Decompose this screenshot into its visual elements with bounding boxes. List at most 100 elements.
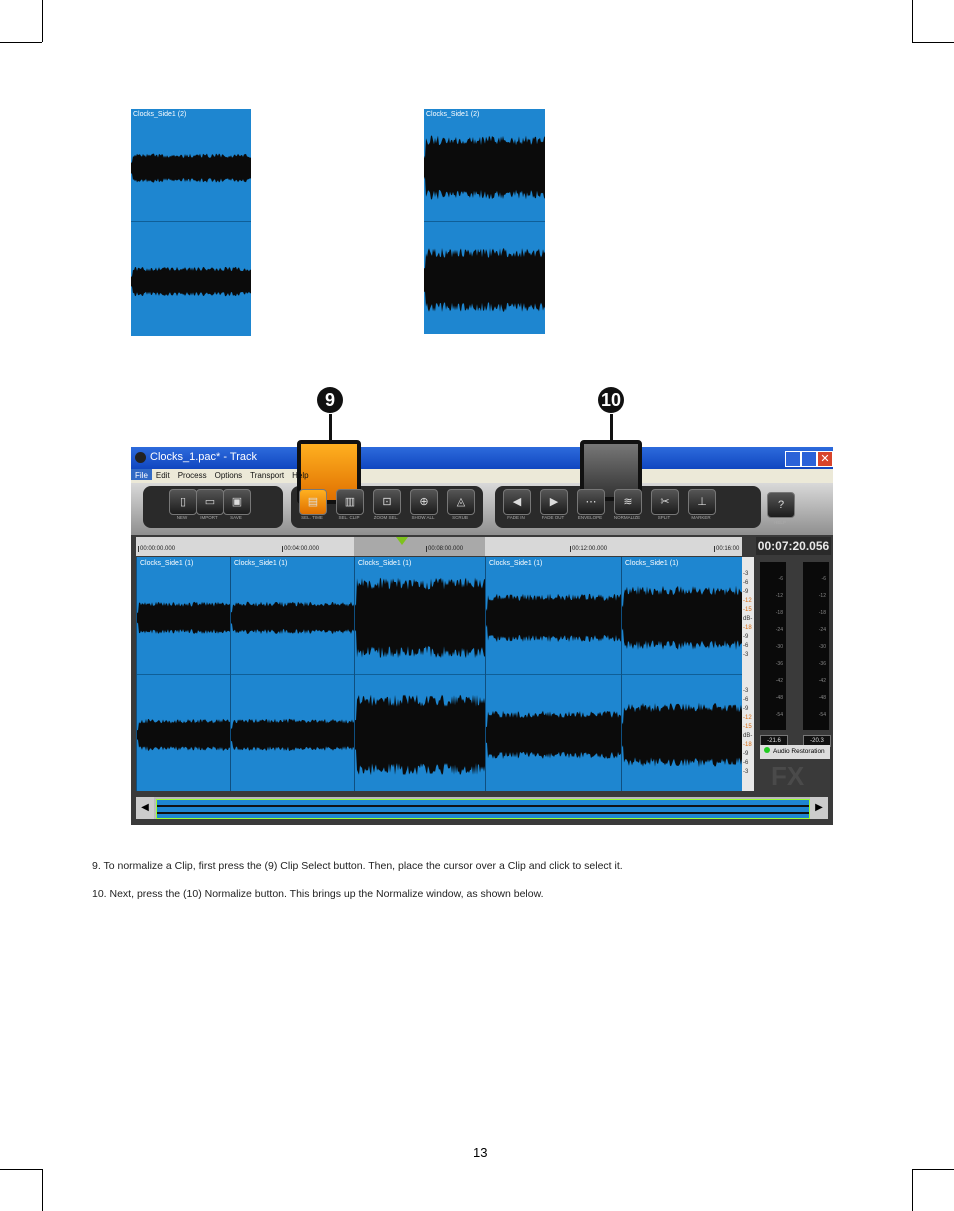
waveform — [231, 557, 355, 791]
db-scale-label: -9 — [743, 751, 748, 757]
show-all-button[interactable]: ⊕ — [410, 489, 438, 515]
scrub-button[interactable]: ◬ — [447, 489, 475, 515]
sel-time-button[interactable]: ▤ — [299, 489, 327, 515]
help-label: HELP — [760, 520, 800, 525]
audio-clip[interactable]: Clocks_Side1 (1) — [230, 557, 355, 791]
level-meter-right: -6-12-18-24-30-36-42-48-54 — [803, 562, 829, 730]
maximize-button[interactable] — [801, 451, 817, 467]
callout-line — [610, 414, 613, 442]
button-label: SHOW ALL — [403, 515, 443, 520]
clip-label: Clocks_Side1 (1) — [489, 560, 542, 567]
waveform-channel — [355, 578, 486, 659]
fade-out-button[interactable]: ▶ — [540, 489, 568, 515]
instruction-step-10: 10. Next, press the (10) Normalize butto… — [92, 888, 544, 900]
meter-scale-label: -6 — [779, 576, 783, 582]
waveform — [131, 109, 251, 336]
waveform-channel — [137, 602, 231, 634]
clip-before-thumbnail: Clocks_Side1 (2) — [131, 109, 251, 336]
audio-restoration-button[interactable]: Audio Restoration — [760, 745, 830, 759]
instruction-step-9: 9. To normalize a Clip, first press the … — [92, 860, 623, 872]
menu-bar: FileEditProcessOptionsTransportHelp — [131, 469, 833, 483]
new-button[interactable]: ▯ — [169, 489, 197, 515]
meter-scale-label: -24 — [819, 627, 826, 633]
envelope-button[interactable]: ⋯ — [577, 489, 605, 515]
status-led-icon — [764, 747, 770, 753]
zoom-selection-icon: ⊡ — [382, 496, 391, 508]
split-button[interactable]: ✂ — [651, 489, 679, 515]
audio-clip[interactable]: Clocks_Side1 (1) — [136, 557, 231, 791]
selection-range — [354, 537, 485, 556]
ruler-tick-label: 00:04:00.000 — [282, 546, 319, 552]
overview-waveform[interactable] — [156, 799, 810, 819]
zoom-sel-button[interactable]: ⊡ — [373, 489, 401, 515]
meter-scale-label: -12 — [819, 593, 826, 599]
meter-scale-label: -36 — [776, 661, 783, 667]
sel-clip-button[interactable]: ▥ — [336, 489, 364, 515]
audio-clip[interactable]: Clocks_Side1 (1) — [485, 557, 622, 791]
waveform-channel — [231, 602, 355, 634]
show-all-icon: ⊕ — [419, 496, 428, 508]
button-label: SPLIT — [644, 515, 684, 520]
waveform-channel — [486, 594, 622, 643]
marker-icon: ⊥ — [697, 496, 707, 508]
clip-label: Clocks_Side1 (1) — [358, 560, 411, 567]
crop-mark — [912, 1169, 954, 1170]
waveform-channel — [131, 267, 251, 296]
level-meter-left: -6-12-18-24-30-36-42-48-54 — [760, 562, 786, 730]
menu-options[interactable]: Options — [211, 469, 247, 480]
overview-scrollbar[interactable]: ◀ ▶ — [136, 797, 828, 819]
floppy-icon: ▣ — [232, 496, 242, 508]
menu-edit[interactable]: Edit — [152, 469, 174, 480]
minimize-button[interactable] — [785, 451, 801, 467]
close-button[interactable]: ✕ — [817, 451, 833, 467]
help-button[interactable]: ? — [767, 492, 795, 518]
menu-file[interactable]: File — [131, 469, 152, 480]
button-label: SEL. TIME — [292, 515, 332, 520]
menu-process[interactable]: Process — [174, 469, 211, 480]
audio-clip[interactable]: Clocks_Side1 (1) — [354, 557, 486, 791]
db-scale-label: -6 — [743, 580, 748, 586]
meter-scale-label: -12 — [776, 593, 783, 599]
db-scale-label: -6 — [743, 643, 748, 649]
save-button[interactable]: ▣ — [223, 489, 251, 515]
fade-in-button[interactable]: ◀ — [503, 489, 531, 515]
db-scale-label: -3 — [743, 652, 748, 658]
normalize-button[interactable]: ≋ — [614, 489, 642, 515]
import-button[interactable]: ▭ — [196, 489, 224, 515]
audio-editor-window: Clocks_1.pac* - Track ✕ FileEditProcessO… — [131, 447, 833, 825]
button-label: FADE IN — [496, 515, 536, 520]
callout-line — [329, 414, 332, 442]
waveform-channel — [355, 695, 486, 776]
waveform — [137, 557, 231, 791]
scroll-right-button[interactable]: ▶ — [810, 797, 828, 819]
page-number: 13 — [473, 1145, 487, 1160]
ruler-tick-label: 00:12:00.000 — [570, 546, 607, 552]
playhead-marker[interactable] — [396, 537, 408, 545]
button-label: FADE OUT — [533, 515, 573, 520]
meter-scale-label: -48 — [819, 695, 826, 701]
meter-scale-label: -18 — [819, 610, 826, 616]
db-scale-label: -9 — [743, 589, 748, 595]
button-label: NORMALIZE — [607, 515, 647, 520]
time-display: 00:07:20.056 — [756, 537, 831, 555]
marker-button[interactable]: ⊥ — [688, 489, 716, 515]
crop-mark — [912, 0, 913, 42]
menu-transport[interactable]: Transport — [246, 469, 288, 480]
scissors-icon: ✂ — [660, 496, 669, 508]
menu-help[interactable]: Help — [288, 469, 312, 480]
timeline-ruler[interactable]: 00:00:00.00000:04:00.00000:08:00.00000:1… — [136, 537, 742, 556]
scroll-left-button[interactable]: ◀ — [136, 797, 154, 819]
crop-mark — [912, 1169, 913, 1211]
waveform-channel — [622, 703, 743, 768]
db-scale-label: -15 — [743, 607, 752, 613]
button-label: SAVE — [216, 515, 256, 520]
meter-scale-label: -54 — [819, 712, 826, 718]
waveform — [355, 557, 486, 791]
audio-clip[interactable]: Clocks_Side1 (1) — [621, 557, 743, 791]
db-scale-label: -9 — [743, 634, 748, 640]
track-area[interactable]: Clocks_Side1 (1)Clocks_Side1 (1)Clocks_S… — [136, 557, 742, 791]
ruler-tick-label: 00:08:00.000 — [426, 546, 463, 552]
waveform — [424, 109, 545, 334]
db-scale-label: -3 — [743, 769, 748, 775]
